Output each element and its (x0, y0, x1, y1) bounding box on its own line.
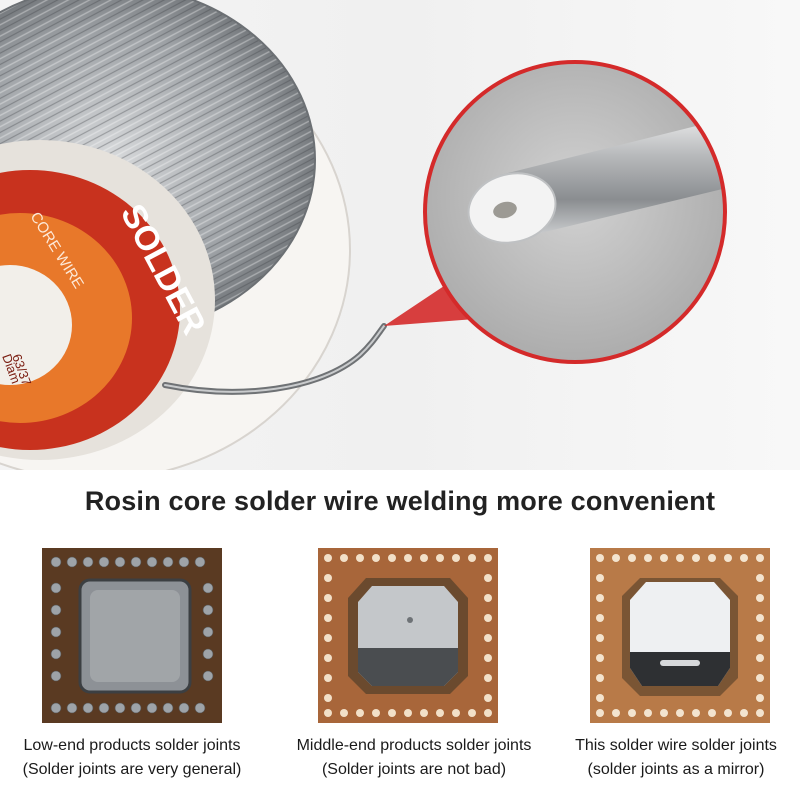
caption-middle-end-title: Middle-end products solder joints (296, 737, 532, 754)
caption-this-wire-note: (solder joints as a mirror) (587, 761, 765, 778)
caption-middle-end: Middle-end products solder joints (Solde… (276, 734, 552, 782)
caption-low-end: Low-end products solder joints (Solder j… (1, 734, 263, 782)
caption-this-wire-title: This solder wire solder joints (575, 737, 777, 754)
spool-label (0, 140, 215, 460)
callout-pointer (384, 282, 488, 326)
caption-middle-end-note: (Solder joints are not bad) (321, 761, 507, 778)
caption-low-end-note: (Solder joints are very general) (22, 761, 242, 778)
joint-photo-this-wire (590, 548, 770, 723)
caption-this-wire: This solder wire solder joints (solder j… (552, 734, 800, 782)
headline: Rosin core solder wire welding more conv… (84, 486, 716, 516)
solder-spool-photo: SOLDER CORE WIRE 63/37 Diam (0, 0, 800, 470)
joint-photo-middle-end (318, 548, 498, 723)
joint-photo-low-end (42, 548, 222, 723)
caption-low-end-title: Low-end products solder joints (23, 737, 241, 754)
